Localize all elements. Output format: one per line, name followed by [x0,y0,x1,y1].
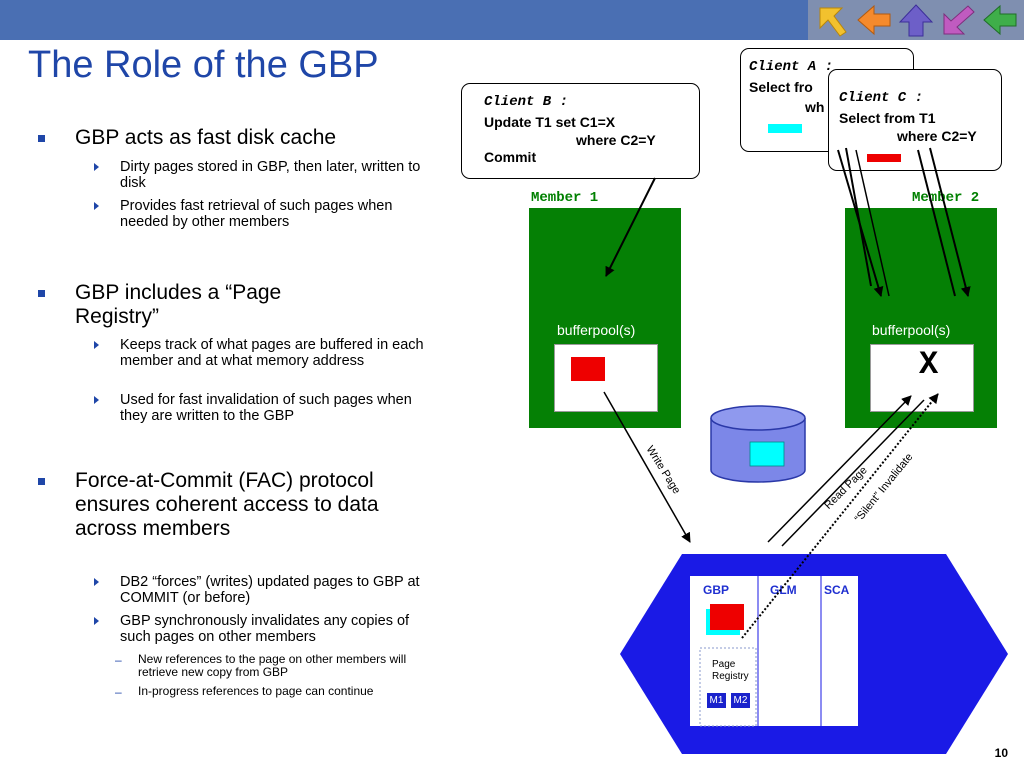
page-number: 10 [994,746,1008,760]
sub-sub-bullet-2: – In-progress references to page can con… [115,684,425,700]
client-c-line2: where C2=Y [897,128,977,144]
disk-icon [710,405,806,483]
client-a-line2: wh [805,99,825,115]
bullet-square-icon [38,290,45,297]
bullet-triangle-icon [94,341,99,349]
down-left-arrow-icon[interactable] [938,2,978,38]
client-c-name: Client C : [839,90,924,106]
client-a-name: Client A : [749,59,834,75]
sub-bullet-2-1: Keeps track of what pages are buffered i… [94,337,424,369]
sub-bullet-text: GBP synchronously invalidates any copies… [120,613,410,645]
left-arrow-green-icon[interactable] [980,2,1020,38]
sub-bullet-text: Dirty pages stored in GBP, then later, w… [120,159,421,191]
member-2-bufferpool-label: bufferpool(s) [872,322,951,338]
client-b-line1: Update T1 set C1=X [484,114,616,130]
sub-sub-bullet-text: New references to the page on other memb… [138,652,407,679]
bullet-triangle-icon [94,163,99,171]
sca-column-label: SCA [824,583,850,597]
bullet-triangle-icon [94,396,99,404]
invalidated-page-mark: X [919,346,939,383]
sub-bullet-text: DB2 “forces” (writes) updated pages to G… [120,574,420,606]
glm-column-label: GLM [770,583,797,597]
client-c-line1: Select from T1 [839,110,936,126]
dirty-page [571,357,605,381]
page-registry-label: Page Registry [712,659,749,682]
sub-bullet-3-2: GBP synchronously invalidates any copies… [94,613,424,645]
bullet-triangle-icon [94,617,99,625]
member-1-bufferpool-label: bufferpool(s) [557,322,636,338]
client-b-line2: where C2=Y [576,132,656,148]
sub-bullet-text: Used for fast invalidation of such pages… [120,392,412,424]
client-c-box: Client C : Select from T1 where C2=Y [828,69,1002,171]
member-2-label: Member 2 [912,190,980,206]
member-1-label: Member 1 [531,190,599,206]
coupling-facility [620,554,1008,754]
bullet-3: Force-at-Commit (FAC) protocol ensures c… [38,469,388,541]
sub-bullet-2-2: Used for fast invalidation of such pages… [94,392,424,424]
client-a-line1: Select fro [749,79,813,95]
client-c-page [867,154,901,162]
client-b-box: Client B : Update T1 set C1=X where C2=Y… [461,83,700,179]
registry-entry-m2: M2 [731,693,750,708]
nav-button-strip [808,0,1024,40]
client-b-line3: Commit [484,149,537,165]
gbp-page [710,604,744,630]
sub-sub-bullet-text: In-progress references to page can conti… [138,684,374,698]
gbp-column-label: GBP [703,583,730,597]
bullet-triangle-icon [94,578,99,586]
bullet-2: GBP includes a “Page Registry” [38,281,388,329]
silent-invalidate-label: “Silent” Invalidate [852,451,916,525]
bullet-triangle-icon [94,202,99,210]
sub-bullet-1-1: Dirty pages stored in GBP, then later, w… [94,159,424,191]
bullet-1: GBP acts as fast disk cache [38,126,388,150]
client-a-page [768,124,802,133]
dash-bullet-icon: – [115,653,122,667]
bullet-square-icon [38,478,45,485]
bullet-1-text: GBP acts as fast disk cache [75,126,337,149]
bullet-square-icon [38,135,45,142]
sub-bullet-text: Provides fast retrieval of such pages wh… [120,198,393,230]
dash-bullet-icon: – [115,685,122,699]
sub-bullet-1-2: Provides fast retrieval of such pages wh… [94,198,424,230]
member-1-bufferpool [554,344,658,412]
sub-sub-bullet-1: – New references to the page on other me… [115,653,425,679]
slide-title: The Role of the GBP [28,44,379,86]
bullet-2-text: GBP includes a “Page Registry” [75,281,282,328]
sub-bullet-3-1: DB2 “forces” (writes) updated pages to G… [94,574,424,606]
client-b-name: Client B : [484,94,569,110]
left-arrow-icon[interactable] [854,2,894,38]
write-page-label: Write Page [643,443,683,497]
member-2-bufferpool: X [870,344,974,412]
sub-bullet-text: Keeps track of what pages are buffered i… [120,337,424,369]
up-arrow-icon[interactable] [896,2,936,38]
registry-entry-m1: M1 [707,693,726,708]
bullet-3-text: Force-at-Commit (FAC) protocol ensures c… [75,469,379,540]
back-arrow-icon[interactable] [812,2,852,38]
